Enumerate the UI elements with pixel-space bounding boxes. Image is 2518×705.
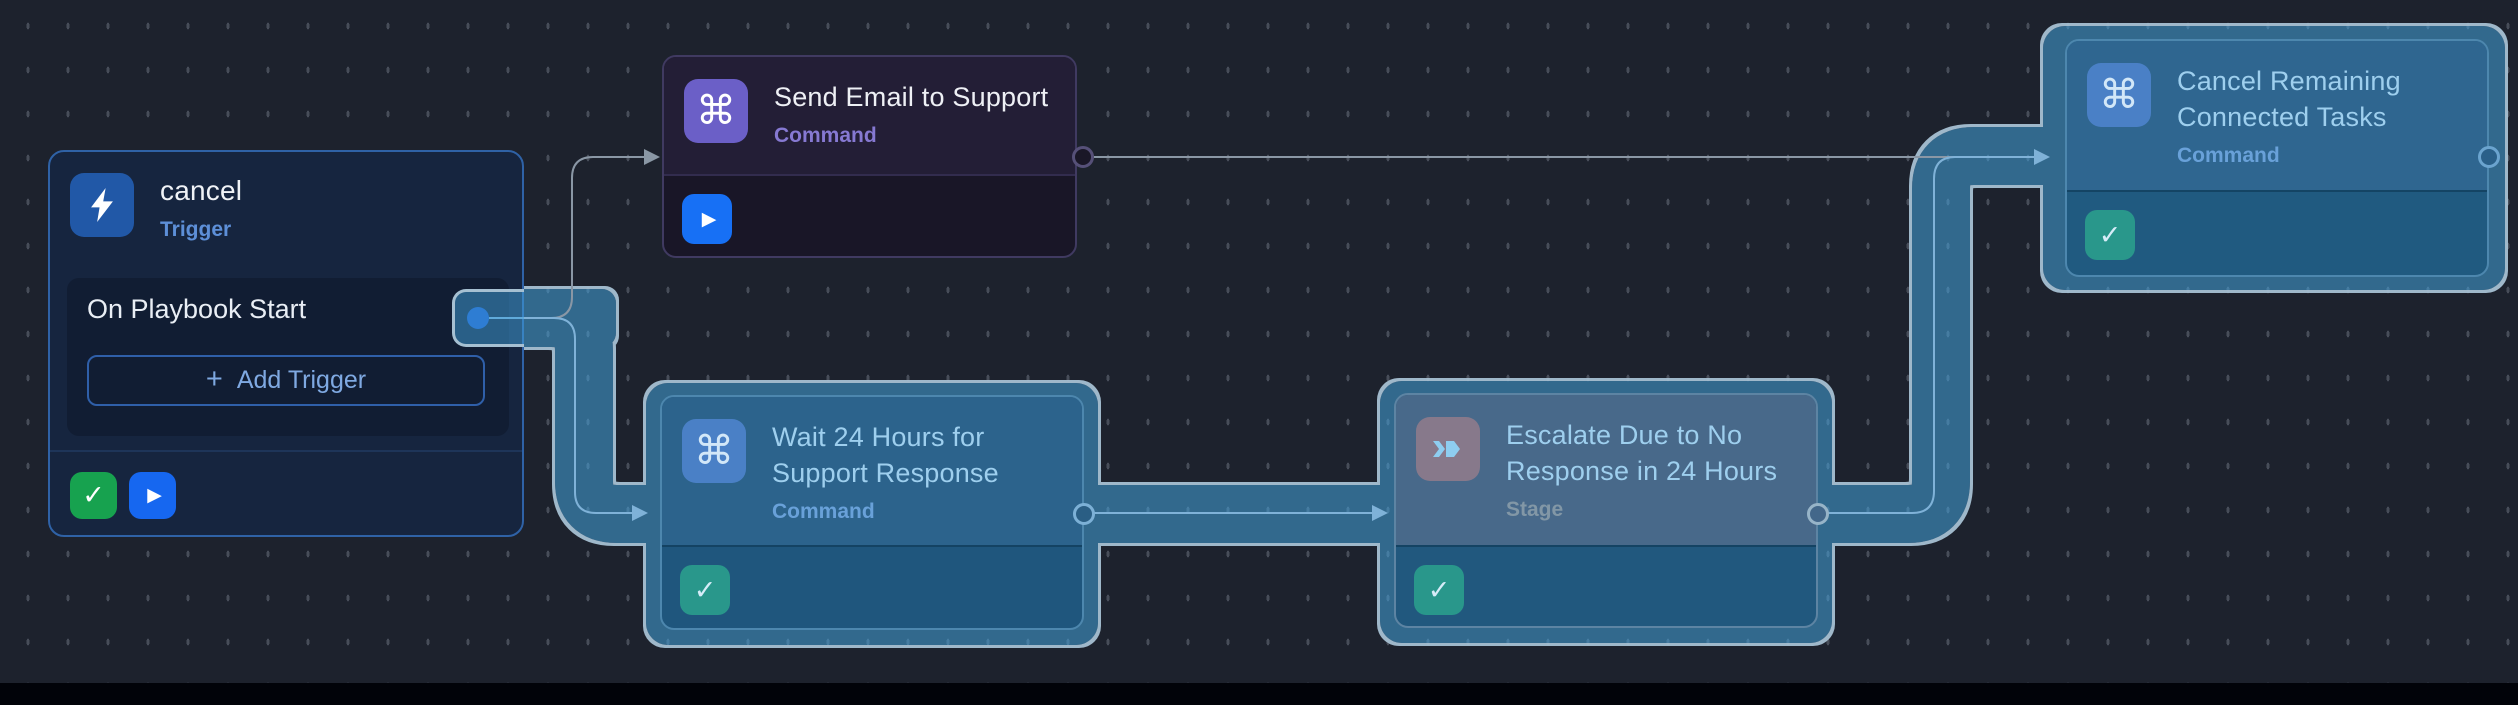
command-icon: ⌘ [682,419,746,483]
trigger-node-title: cancel [160,175,243,206]
wait-node-type: Command [772,500,875,523]
check-icon: ✓ [1427,574,1451,605]
cancel-node-title: Cancel Remaining Connected Tasks [2177,66,2401,132]
escalate-node-title: Escalate Due to No Response in 24 Hours [1506,420,1778,486]
run-button[interactable]: ▶ [682,194,732,244]
command-icon: ⌘ [684,79,748,143]
send-email-output-port[interactable] [1072,146,1094,168]
node-cancel-remaining-tasks[interactable]: ⌘ Cancel Remaining Connected Tasks Comma… [2065,39,2489,277]
trigger-list-panel: On Playbook Start + Add Trigger [67,278,509,436]
add-trigger-button[interactable]: + Add Trigger [87,355,485,406]
send-email-type: Command [774,124,877,147]
play-icon: ▶ [147,485,162,506]
cancel-node-type: Command [2177,144,2280,167]
wait-node-title: Wait 24 Hours for Support Response [772,422,999,488]
wait-node-footer: ✓ [662,545,1082,628]
node-escalate-stage[interactable]: Escalate Due to No Response in 24 Hours … [1394,393,1818,628]
trigger-node-header: cancel Trigger [50,152,522,263]
escalate-node-header: Escalate Due to No Response in 24 Hours … [1396,395,1816,545]
plus-icon: + [205,362,223,395]
completed-status-button[interactable]: ✓ [680,565,730,615]
run-button[interactable]: ▶ [129,472,176,519]
command-icon: ⌘ [2087,63,2151,127]
check-icon: ✓ [693,574,717,605]
escalate-node-type: Stage [1506,498,1564,521]
check-icon: ✓ [2098,219,2122,250]
check-icon: ✓ [82,480,105,510]
node-trigger-cancel[interactable]: cancel Trigger On Playbook Start + Add T… [48,150,524,537]
send-email-header: ⌘ Send Email to Support Command [664,57,1075,174]
add-trigger-label: Add Trigger [236,366,367,394]
wait-output-port[interactable] [1073,503,1095,525]
trigger-node-footer: ✓ ▶ [50,450,522,535]
escalate-output-port[interactable] [1807,503,1829,525]
play-icon: ▶ [701,208,717,230]
escalate-node-footer: ✓ [1396,545,1816,626]
completed-status-button[interactable]: ✓ [1414,565,1464,615]
node-wait-24-hours[interactable]: ⌘ Wait 24 Hours for Support Response Com… [660,395,1084,630]
completed-status-button[interactable]: ✓ [2085,210,2135,260]
stage-fast-forward-icon [1416,417,1480,481]
send-email-footer: ▶ [664,174,1075,256]
bottom-edge-bar [0,683,2518,705]
trigger-output-port[interactable] [467,307,489,329]
cancel-output-port[interactable] [2478,146,2500,168]
cancel-node-header: ⌘ Cancel Remaining Connected Tasks Comma… [2067,41,2487,190]
send-email-title: Send Email to Support [774,82,1049,112]
lightning-bolt-icon [70,173,134,237]
wait-node-header: ⌘ Wait 24 Hours for Support Response Com… [662,397,1082,545]
trigger-item-on-playbook-start[interactable]: On Playbook Start [87,294,307,324]
enable-toggle-button[interactable]: ✓ [70,472,117,519]
cancel-node-footer: ✓ [2067,190,2487,275]
node-send-email-to-support[interactable]: ⌘ Send Email to Support Command ▶ [662,55,1077,258]
trigger-node-type: Trigger [160,218,232,241]
